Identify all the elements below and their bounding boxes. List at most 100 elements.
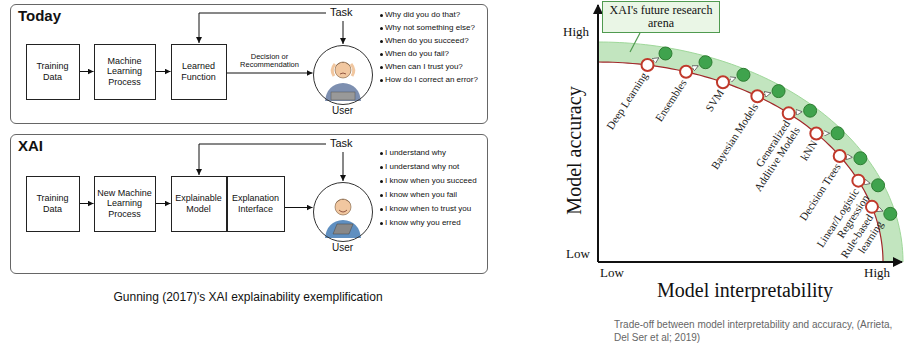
user-circle: User [313, 182, 373, 242]
improvement-arrow [865, 182, 870, 183]
task-line [199, 144, 200, 175]
task-line [199, 144, 326, 145]
task-label: Task [330, 137, 353, 149]
xai-marker [831, 127, 844, 140]
node-text: Explanation Interface [230, 193, 282, 214]
process-box: New Machine Learning Process [94, 176, 156, 232]
bullet-dot [380, 222, 383, 225]
flow-arrow [80, 71, 94, 72]
question-text: I know when to trust you [385, 204, 471, 213]
model-marker [834, 150, 846, 162]
bullet-dot [380, 180, 383, 183]
axis-level: High [864, 265, 890, 281]
user-label: User [332, 105, 353, 116]
process-box: Training Data [26, 176, 80, 232]
flow-arrow [156, 203, 171, 204]
model-marker [783, 107, 795, 119]
model-name: Ensembles [653, 77, 689, 124]
bullet-dot [380, 152, 383, 155]
task-label: Task [330, 6, 353, 18]
edge-label: Decision or Recommendation [235, 53, 305, 70]
node-text: XAI's future research arena [607, 4, 715, 30]
question-text: When do you succeed? [385, 36, 469, 45]
xai-marker [872, 179, 885, 192]
bullet-dot [380, 208, 383, 211]
question-text: Why not something else? [385, 23, 475, 32]
bullet-dot [380, 166, 383, 169]
user-circle: User [313, 45, 373, 105]
y-axis [597, 5, 599, 262]
node-text: New Machine Learning Process [97, 188, 153, 219]
model-marker [852, 175, 864, 187]
question-text: When can I trust you? [385, 62, 463, 71]
axis-level: Low [566, 246, 590, 262]
node-text: Training Data [29, 193, 77, 214]
axis-title: Model accuracy [563, 86, 586, 214]
node-text: Explainable Model [174, 193, 224, 214]
node-text: Machine Learning Process [97, 56, 153, 87]
process-box: Explanation Interface [227, 176, 285, 232]
model-name: Deep Learning [604, 70, 650, 132]
x-axis [598, 261, 902, 263]
xai-marker [772, 85, 785, 98]
process-box: Machine Learning Process [94, 44, 156, 100]
task-line [343, 152, 344, 181]
axis-title: Model interpretability [657, 279, 833, 302]
panel-heading: Today [18, 7, 61, 24]
node-text: Learned Function [174, 61, 224, 82]
axis-level: High [563, 24, 589, 40]
question-text: I understand why not [385, 162, 459, 171]
tradeoff-curve [598, 62, 883, 262]
xai-marker [737, 68, 750, 81]
flow-arrow [285, 207, 313, 208]
bullet-dot [380, 66, 383, 69]
improvement-arrow [796, 111, 803, 113]
user-label: User [332, 242, 353, 253]
bullet-dot [380, 27, 383, 30]
model-marker [680, 66, 692, 78]
source-caption: Trade-off between model interpretability… [614, 318, 904, 344]
model-marker [641, 59, 653, 71]
question-text: When do you fail? [385, 49, 449, 58]
flow-arrow [80, 203, 94, 204]
xai-marker [659, 47, 672, 60]
question-text: I know why you erred [385, 218, 461, 227]
model-marker [810, 127, 822, 139]
task-line [343, 21, 344, 44]
improvement-arrow [692, 66, 698, 69]
improvement-arrow [879, 209, 883, 211]
question-text: I understand why [385, 148, 446, 157]
process-box: Learned Function [171, 44, 227, 100]
axis-level: Low [600, 265, 624, 281]
model-marker [717, 76, 729, 88]
improvement-arrow [764, 93, 771, 95]
model-name: kNN [798, 138, 820, 163]
model-marker [751, 90, 763, 102]
model-name: Generalized Additive Models [738, 118, 802, 198]
question-text: I know when you fail [385, 190, 457, 199]
user-figure [325, 199, 361, 238]
flow-arrow [156, 71, 171, 72]
flow-arrow [227, 73, 313, 74]
bullet-dot [380, 14, 383, 17]
xai-marker [854, 152, 867, 165]
bullet-dot [380, 194, 383, 197]
improvement-arrow [823, 133, 829, 134]
bullet-dot [380, 53, 383, 56]
xai-marker [804, 104, 817, 117]
process-box: Training Data [26, 44, 80, 100]
improvement-arrow [847, 156, 853, 158]
figure-caption: Gunning (2017)'s XAI explainability exem… [114, 290, 383, 304]
panel-heading: XAI [18, 137, 43, 154]
node-text: Training Data [29, 61, 77, 82]
bullet-dot [380, 79, 383, 82]
model-name: SVM [703, 87, 726, 114]
leader-line [630, 33, 640, 52]
question-text: Why did you do that? [385, 10, 460, 19]
task-line [199, 13, 326, 14]
improvement-arrow [730, 78, 736, 80]
callout-box: XAI's future research arena [602, 1, 720, 33]
question-text: How do I correct an error? [385, 75, 478, 84]
bullet-dot [380, 40, 383, 43]
user-figure [325, 62, 361, 101]
